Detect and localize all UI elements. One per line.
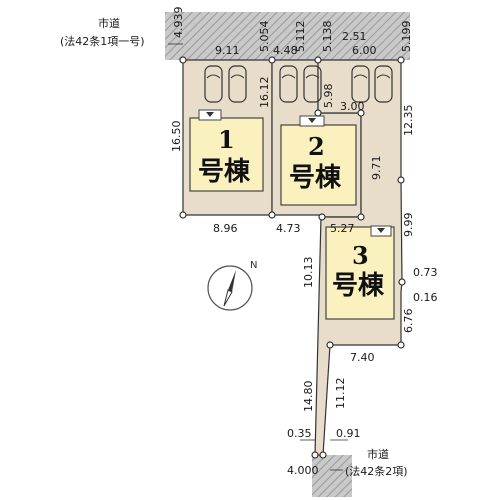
dim-flag-bottom-left: 0.35 xyxy=(287,427,312,440)
building-3-label: 号棟 xyxy=(332,271,385,301)
dim-road-width-mid1: 5.054 xyxy=(258,21,271,53)
road-top-class: (法42条1項一号) xyxy=(60,34,145,48)
dim-lot1-top: 9.11 xyxy=(215,44,240,57)
road-top-band xyxy=(165,12,410,60)
building-3 xyxy=(325,225,395,320)
dim-lot3-step-b: 0.16 xyxy=(413,291,438,304)
building-2 xyxy=(280,115,357,206)
dim-lot3-top-inner: 5.27 xyxy=(330,222,355,235)
dim-lot1-left: 16.50 xyxy=(170,121,183,153)
dim-lot1-inner-right: 16.12 xyxy=(258,77,271,109)
dim-road-width-mid3: 5.138 xyxy=(321,21,334,53)
dim-road-bottom-width: 4.000 xyxy=(287,464,319,477)
dim-lot2-right: 9.71 xyxy=(370,156,383,181)
road-bottom-class: (法42条2項) xyxy=(345,464,408,478)
dim-flag-left: 14.80 xyxy=(302,381,315,413)
dim-flag-bottom-right: 0.91 xyxy=(336,427,361,440)
building-3-number: 3 xyxy=(352,241,369,270)
dim-lot3-top-b: 6.00 xyxy=(352,44,377,57)
dim-lot2-bottom: 4.73 xyxy=(276,222,301,235)
boundary-markers xyxy=(179,56,406,459)
building-1 xyxy=(189,109,264,192)
road-top-name: 市道 xyxy=(98,16,120,30)
dim-flag-right: 11.12 xyxy=(334,378,347,410)
dim-road-width-mid2: 5.112 xyxy=(294,21,307,53)
dim-lot3-right-upper: 12.35 xyxy=(402,105,415,137)
building-1-number: 1 xyxy=(218,125,235,154)
road-bottom-band xyxy=(312,455,352,497)
dim-lot2-inner: 5.98 xyxy=(322,84,335,109)
dim-road-width-left: 4.939 xyxy=(172,7,185,39)
compass-north-label: N xyxy=(250,260,257,271)
dim-lot3-left: 10.13 xyxy=(302,257,315,289)
car-windshield xyxy=(206,74,391,79)
dim-lot1-bottom: 8.96 xyxy=(213,222,238,235)
dim-lot3-right-lower: 6.76 xyxy=(402,309,415,334)
dim-lot3-step-a: 0.73 xyxy=(413,266,438,279)
compass: N xyxy=(207,260,257,311)
road-bottom-name: 市道 xyxy=(367,447,389,461)
dim-lot3-bottom: 7.40 xyxy=(350,351,375,364)
dim-lot3-top-a: 2.51 xyxy=(342,30,367,43)
dim-lot2-top: 4.48 xyxy=(273,44,298,57)
dim-lot2-step: 3.00 xyxy=(340,100,365,113)
dimension-guides xyxy=(168,43,348,471)
dim-road-width-right: 5.199 xyxy=(400,21,413,53)
dim-lot3-right-mid: 9.99 xyxy=(402,213,415,238)
car-icon xyxy=(204,65,393,103)
building-2-label: 号棟 xyxy=(289,163,342,193)
building-1-label: 号棟 xyxy=(198,157,251,187)
building-2-number: 2 xyxy=(308,132,325,161)
